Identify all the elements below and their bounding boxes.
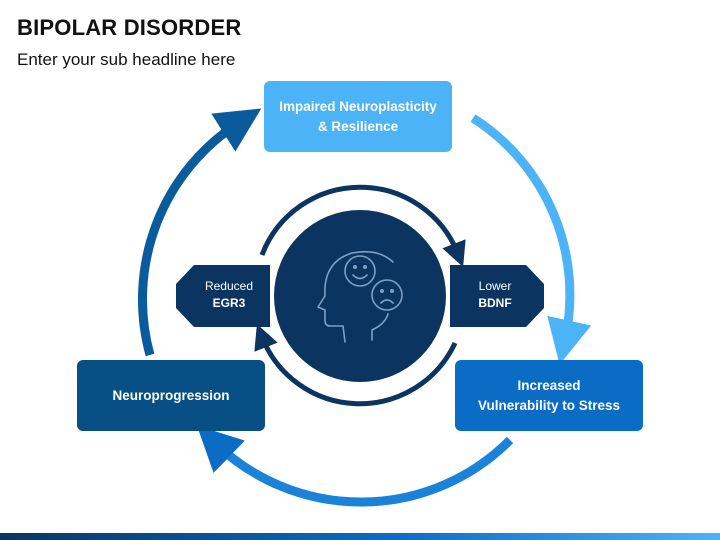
side-label-key: Lower [478,279,512,293]
side-label-value: BDNF [478,296,512,310]
head-emotions-icon [317,250,403,343]
page-subtitle: Enter your sub headline here [17,50,236,69]
center-right-banner [450,265,544,327]
cycle-box-label: Neuroprogression [112,387,230,403]
cycle-box-increased-vulnerability: Increased Vulnerability to Stress [455,360,643,431]
lower-bdnf-label: Lower BDNF [462,278,528,312]
side-label-key: Reduced [204,279,254,293]
side-label-value: EGR3 [212,296,246,310]
cycle-box-impaired-neuroplasticity: Impaired Neuroplasticity & Resilience [264,81,452,152]
cycle-box-neuroprogression: Neuroprogression [77,360,265,431]
cycle-box-label: & Resilience [317,118,399,134]
page-title: BIPOLAR DISORDER [17,15,242,40]
inner-arrow-top [259,184,466,268]
reduced-egr3-label: Reduced EGR3 [196,278,262,312]
cycle-box-label: Vulnerability to Stress [477,397,621,413]
arrow-top-to-right [470,114,592,365]
center-left-banner [176,265,270,327]
inner-arrow-bottom [254,323,458,407]
arrow-left-to-top [137,108,262,357]
footer-bar [0,533,720,540]
center-circle [274,210,446,382]
cycle-box-label: Increased [517,377,581,393]
arrow-right-to-left [196,425,514,507]
cycle-box-label: Impaired Neuroplasticity [279,98,437,114]
